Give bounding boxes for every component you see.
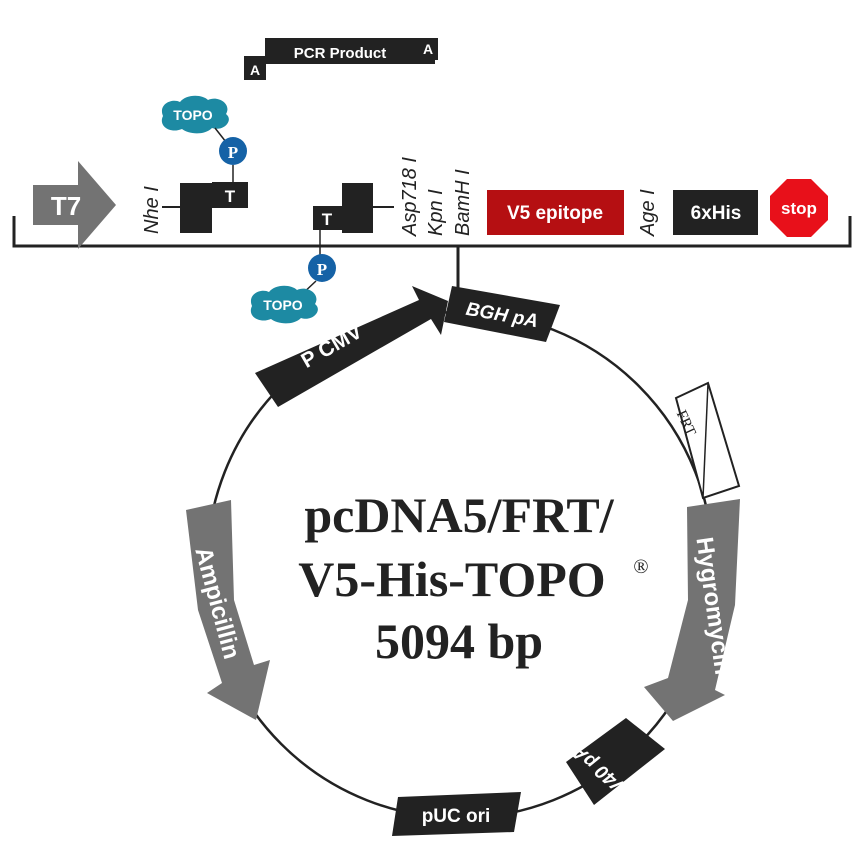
puc-ori-label: pUC ori xyxy=(422,806,491,827)
plasmid-name-line1: pcDNA5/FRT/ xyxy=(304,487,614,543)
topo-base-upper: T xyxy=(225,187,236,206)
topo-cloud-icon xyxy=(250,285,318,324)
pcr-product-label: PCR Product xyxy=(294,45,387,62)
topo-upper: TOPO P xyxy=(161,95,247,182)
pcr-left-overhang: A xyxy=(250,62,260,78)
stop-codon-icon: stop xyxy=(770,179,828,237)
t7-label: T7 xyxy=(51,191,81,221)
phosphate-icon xyxy=(219,137,247,165)
pcr-product: PCR Product A A xyxy=(244,38,438,80)
puc-ori-block: pUC ori xyxy=(392,792,521,836)
topo-site-right: T xyxy=(313,183,373,233)
frt-site-box: FRT xyxy=(673,381,741,500)
his-tag-box: 6xHis xyxy=(673,190,758,235)
registered-mark: ® xyxy=(633,556,648,578)
phosphate-upper-label: P xyxy=(228,143,238,162)
hygromycin-resistance-arrow: Hygromycin xyxy=(644,499,740,721)
topo-lower-label: TOPO xyxy=(263,297,303,313)
phosphate-icon xyxy=(308,254,336,282)
v5-epitope-box: V5 epitope xyxy=(487,190,624,235)
ampicillin-resistance-arrow: Ampicillin xyxy=(186,500,270,720)
asp718-site-label: Asp718 I xyxy=(399,157,421,237)
topo-site-left: T xyxy=(180,182,248,233)
bgh-pa-block: BGH pA xyxy=(444,286,560,342)
t7-promoter-arrow: T7 xyxy=(33,161,116,249)
phosphate-lower-label: P xyxy=(317,260,327,279)
topo-base-lower: T xyxy=(322,210,333,229)
vector-backbone-line xyxy=(12,216,852,248)
topo-cloud-icon xyxy=(161,95,229,134)
plasmid-size: 5094 bp xyxy=(375,613,543,669)
plasmid-name-line2: V5-His-TOPO xyxy=(298,551,605,607)
nhe-site-label: Nhe I xyxy=(141,186,163,234)
plasmid-title: pcDNA5/FRT/ V5-His-TOPO ® 5094 bp xyxy=(298,487,648,669)
his-tag-label: 6xHis xyxy=(691,203,742,224)
pcr-right-overhang: A xyxy=(423,41,433,57)
age-site-label: Age I xyxy=(637,189,659,237)
topo-upper-label: TOPO xyxy=(173,107,213,123)
kpn-site-label: Kpn I xyxy=(425,189,447,236)
topo-lower: P TOPO xyxy=(250,222,336,324)
stop-label: stop xyxy=(781,199,817,218)
bamh-site-label: BamH I xyxy=(452,169,474,236)
v5-epitope-label: V5 epitope xyxy=(507,203,603,224)
